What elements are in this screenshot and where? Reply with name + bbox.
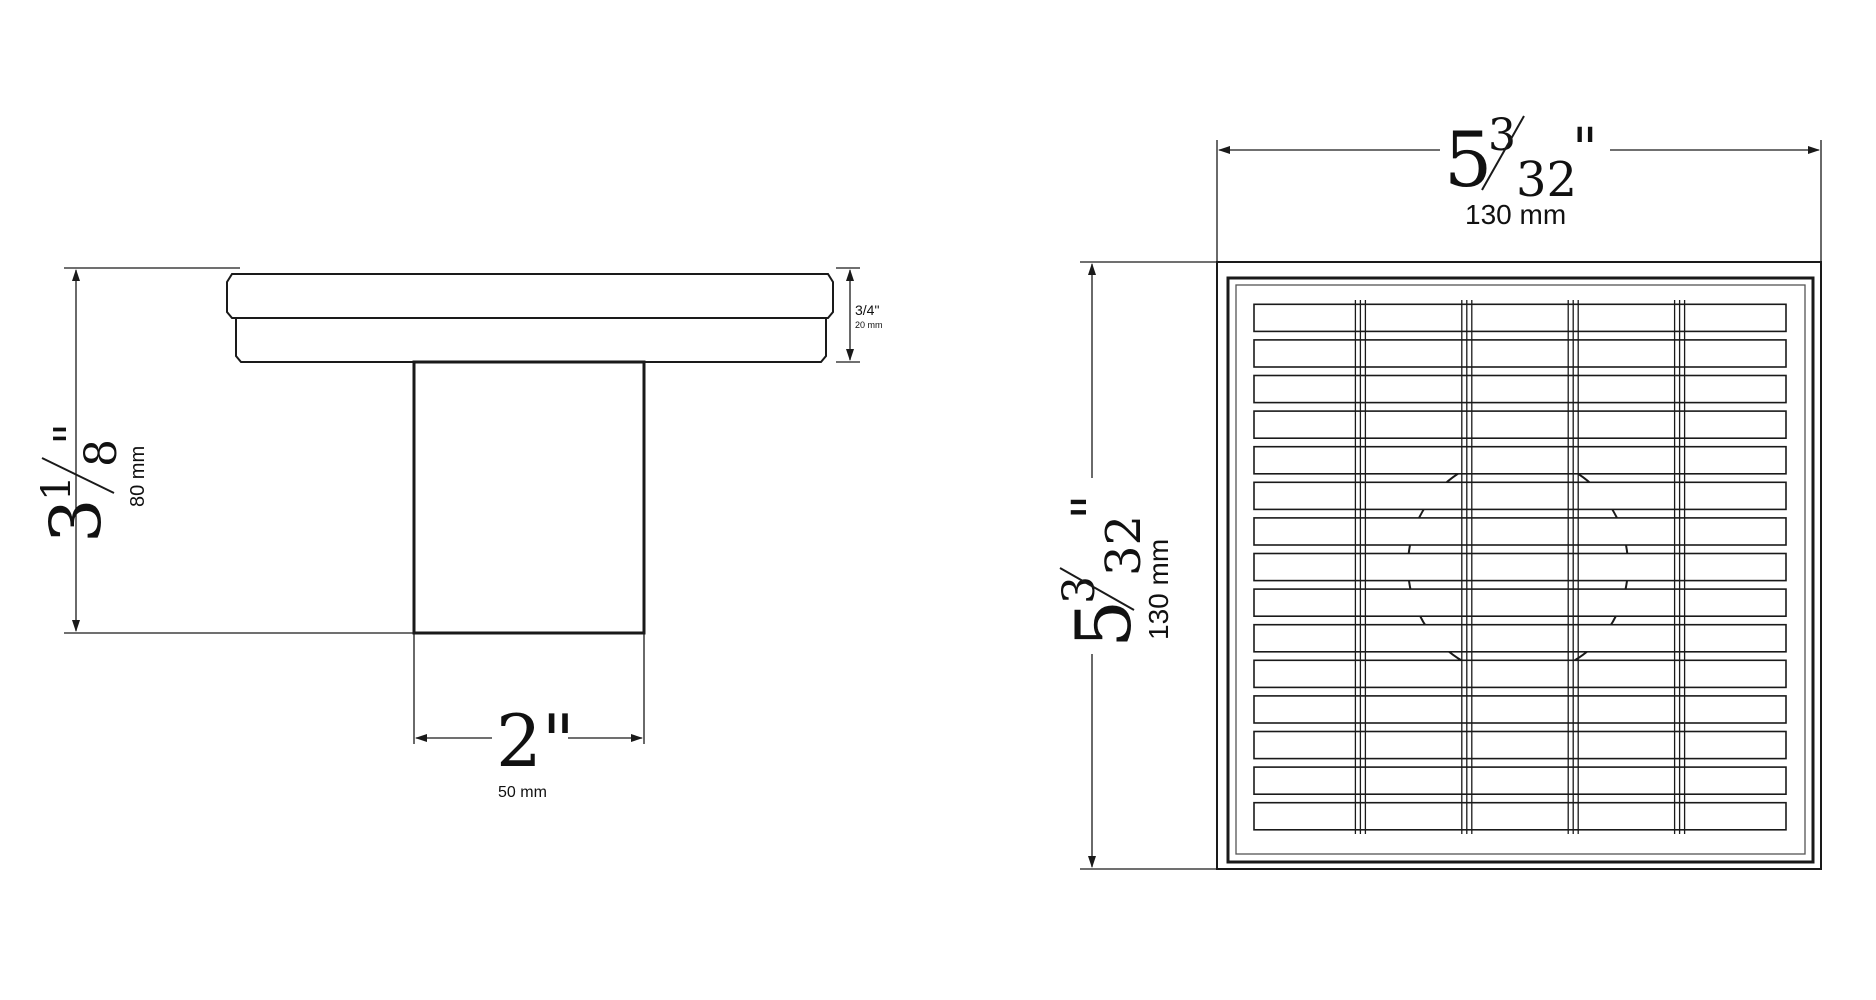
grate-slot	[1253, 481, 1787, 511]
width-mm-label: 130 mm	[1465, 199, 1566, 230]
width-denominator: 32	[1516, 152, 1577, 208]
pipe-width-label: 2"	[496, 699, 575, 783]
grate-slot	[1253, 659, 1787, 689]
pipe-width-mm-label: 50 mm	[498, 784, 547, 801]
drain-inner-frame	[1226, 276, 1815, 864]
grate-slot	[1253, 766, 1787, 795]
grate-slot	[1253, 552, 1787, 582]
flange-height-label: 3/4"	[855, 302, 879, 318]
grate-slot	[1253, 801, 1787, 831]
topview-height-denominator: 32	[1096, 515, 1152, 576]
grate-slot	[1253, 588, 1787, 617]
grate-slot	[1253, 339, 1787, 368]
grate-slot	[1253, 730, 1787, 760]
width-fraction-bar	[1481, 115, 1525, 191]
height-label: 3 1 8 " 80 mm	[34, 423, 149, 543]
width-label-bg	[1440, 108, 1610, 198]
grate-slot	[1253, 303, 1787, 333]
height-fraction-bar	[41, 457, 115, 494]
flange-height-mm-label: 20 mm	[855, 320, 883, 330]
grate-slot	[1253, 623, 1787, 653]
drain-outer-frame	[1216, 261, 1822, 870]
drain-flange-top	[226, 273, 834, 319]
height-mm-label: 80 mm	[127, 446, 149, 507]
drain-pipe-body	[412, 360, 646, 635]
drain-inner-frame-inset	[1235, 284, 1806, 855]
height-numerator: 1	[34, 476, 80, 501]
pipe-width-label-bg	[492, 700, 568, 774]
topview-height-fraction-bar	[1059, 567, 1135, 611]
top-view: 5 3 32 " 130 mm 5 3 32 " 130 mm	[1054, 108, 1822, 870]
topview-height-label: 5 3 32 "	[1054, 494, 1152, 648]
width-whole: 5	[1444, 115, 1492, 204]
topview-height-mm-label: 130 mm	[1143, 539, 1174, 640]
width-label: 5 3 32 "	[1444, 110, 1598, 208]
topview-height-whole: 5	[1059, 600, 1148, 648]
topview-height-numerator: 3	[1054, 576, 1105, 604]
width-numerator: 3	[1488, 110, 1516, 161]
height-whole: 3	[35, 498, 117, 543]
grate-slot	[1253, 410, 1787, 440]
side-view: 3 1 8 " 80 mm 3/4" 20 mm 2" 50 mm	[34, 267, 883, 801]
grate	[1253, 300, 1787, 834]
drain-flange-skirt	[235, 318, 827, 363]
grate-slot	[1253, 374, 1787, 404]
height-denominator: 8	[76, 439, 127, 467]
grate-slot	[1253, 445, 1787, 475]
height-inch-mark: "	[44, 423, 100, 445]
topview-height-label-bg	[1054, 478, 1138, 654]
grate-slot	[1253, 695, 1787, 724]
width-inch-mark: "	[1572, 117, 1598, 182]
grate-slot	[1253, 517, 1787, 546]
topview-height-inch-mark: "	[1061, 494, 1126, 520]
